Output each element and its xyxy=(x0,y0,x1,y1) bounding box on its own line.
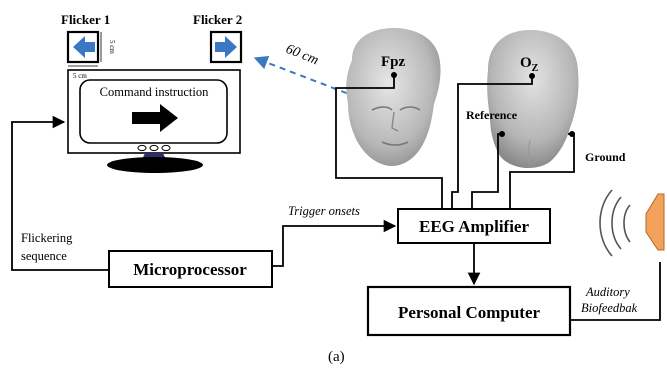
oz-label-main: O xyxy=(520,55,532,71)
head-back: OZ Reference Ground xyxy=(466,30,626,168)
ground-electrode xyxy=(569,131,575,137)
distance-label: 60 cm xyxy=(284,42,321,69)
oz-label-sub: Z xyxy=(532,63,539,74)
trigger-onsets-label: Trigger onsets xyxy=(288,204,360,218)
right-arrow-icon xyxy=(215,36,237,58)
auditory-label-1: Auditory xyxy=(585,285,630,299)
flicker-2: Flicker 2 xyxy=(193,12,242,64)
microprocessor-label: Microprocessor xyxy=(133,260,247,279)
flicker-2-label: Flicker 2 xyxy=(193,12,242,27)
flicker-height-dim: 5 cm xyxy=(108,40,116,54)
flicker-width-dim: 5 cm xyxy=(73,72,87,80)
reference-label: Reference xyxy=(466,108,518,122)
oz-label: OZ xyxy=(520,55,539,74)
monitor-stand xyxy=(107,144,203,173)
microprocessor-block: Microprocessor xyxy=(108,250,273,288)
reference-electrode xyxy=(499,131,505,137)
fpz-label: Fpz xyxy=(381,54,406,70)
command-panel xyxy=(79,79,228,144)
right-arrow-icon xyxy=(132,104,178,132)
figure-caption: (a) xyxy=(328,349,345,365)
auditory-label-2: Biofeedbak xyxy=(581,301,638,315)
flickering-sequence-line xyxy=(11,115,109,271)
eeg-amplifier-block: EEG Amplifier xyxy=(397,208,551,244)
head-front: Fpz xyxy=(346,28,441,166)
trigger-onsets-line xyxy=(272,219,397,267)
personal-computer-label: Personal Computer xyxy=(398,303,541,322)
eeg-amplifier-label: EEG Amplifier xyxy=(419,217,529,236)
auditory-feedback-line xyxy=(570,262,661,321)
left-arrow-icon xyxy=(73,36,95,58)
flicker-dimensions: 5 cm 5 cm xyxy=(68,32,116,80)
flickering-label-1: Flickering xyxy=(21,231,73,245)
flickering-label-2: sequence xyxy=(21,249,67,263)
monitor: Command instruction xyxy=(67,69,241,173)
flicker-1: Flicker 1 xyxy=(61,12,110,64)
flicker-1-label: Flicker 1 xyxy=(61,12,110,27)
monitor-base xyxy=(107,157,203,173)
personal-computer-block: Personal Computer xyxy=(366,285,572,337)
speaker-icon xyxy=(599,189,665,257)
command-instruction-text: Command instruction xyxy=(100,85,209,99)
ground-label: Ground xyxy=(585,150,626,164)
